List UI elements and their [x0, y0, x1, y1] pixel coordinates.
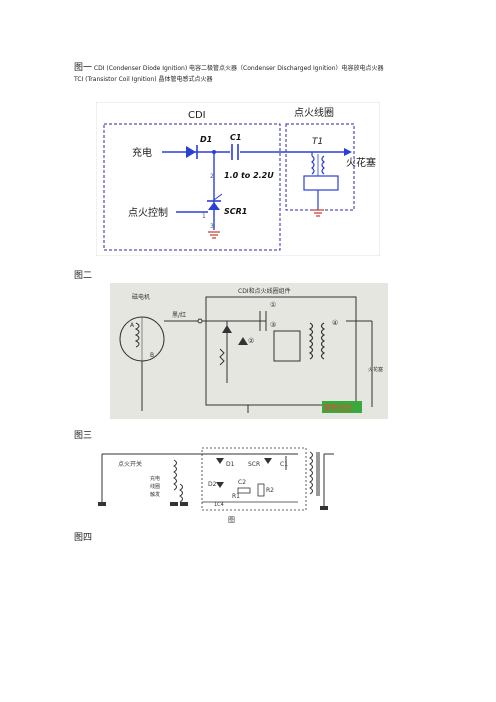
num-3: ③: [270, 321, 276, 329]
t1-label: T1: [312, 137, 323, 147]
figure-1-cdi-schematic: CDI 点火线圈 充电 D1 C1 1.0 to 2.2U 2 SCR1 1 3…: [96, 102, 380, 256]
r2-label: R2: [266, 487, 274, 494]
spark-plug-label: 火花塞: [368, 366, 383, 373]
num-3: 3: [210, 223, 214, 230]
heading-line-2: TCI (Transistor Coil Ignition) 晶体管电感式点火器: [74, 76, 213, 83]
cap-value: 1.0 to 2.2U: [224, 171, 274, 180]
coil-label-1: 充电: [150, 475, 160, 482]
d2-label: D2: [208, 481, 217, 488]
cdi-label: CDI: [188, 110, 206, 121]
label-b: B: [150, 352, 154, 359]
coil-label: 点火线圈: [294, 106, 334, 119]
module-title: CDI和点火线圈组件: [238, 287, 291, 295]
t1-coil: [311, 155, 315, 175]
num-2: ②: [248, 337, 254, 345]
r1-label: R1: [232, 493, 240, 500]
c1-label: C1: [280, 461, 288, 468]
magneto-label: 磁电机: [132, 293, 150, 301]
caption: 图: [228, 516, 235, 524]
c4-label: 1C4: [214, 502, 224, 508]
d1-label: D1: [200, 135, 212, 144]
charge-label: 充电: [132, 146, 152, 159]
cdi-box: [103, 123, 281, 251]
d1-label: D1: [226, 461, 235, 468]
num-4: ④: [332, 319, 338, 327]
coil-label-2: 线圈: [150, 483, 160, 490]
fig1-prefix: 图一: [74, 63, 93, 73]
num-1: ①: [270, 301, 276, 309]
watermark-text: 摩托社区: [324, 403, 352, 412]
figure-3-schematic: 点火开关 充电 线圈 触发 D1 SCR C1 D2 C2 R1 R2 1C4 …: [98, 444, 342, 524]
main-arrow: [344, 148, 352, 156]
figure-2-cdi-module-schematic: CDI和点火线圈组件 磁电机 A B 黑/红 ① ③ ② ④ 火花塞 摩托社区: [110, 283, 388, 419]
watermark-logo: [322, 401, 362, 413]
wire-label: 黑/红: [172, 311, 186, 319]
heading-line-1-text: CDI (Condenser Diode Ignition) 电容二极管点火器（…: [92, 65, 384, 72]
coil-label-3: 触发: [150, 491, 160, 498]
scr1-label: SCR1: [224, 207, 247, 216]
diode-d1: [186, 146, 196, 158]
ignition-control-label: 点火控制: [128, 206, 168, 219]
switch-label: 点火开关: [118, 460, 142, 468]
label-a: A: [130, 322, 135, 329]
module-box: [201, 447, 307, 511]
scr1-symbol: [208, 202, 220, 210]
num-2: 2: [210, 173, 214, 180]
c2-label: C2: [238, 479, 246, 486]
figure-4-label: 图四: [74, 533, 93, 543]
spark-plug-label: 火花塞: [346, 156, 376, 169]
num-1: 1: [202, 213, 206, 220]
figure-3-label: 图三: [74, 431, 93, 441]
c1-label: C1: [230, 133, 241, 142]
heading-line-1: 图一 CDI (Condenser Diode Ignition) 电容二极管点…: [74, 60, 384, 73]
figure-2-label: 图二: [74, 271, 93, 281]
scr-label: SCR: [248, 461, 260, 468]
